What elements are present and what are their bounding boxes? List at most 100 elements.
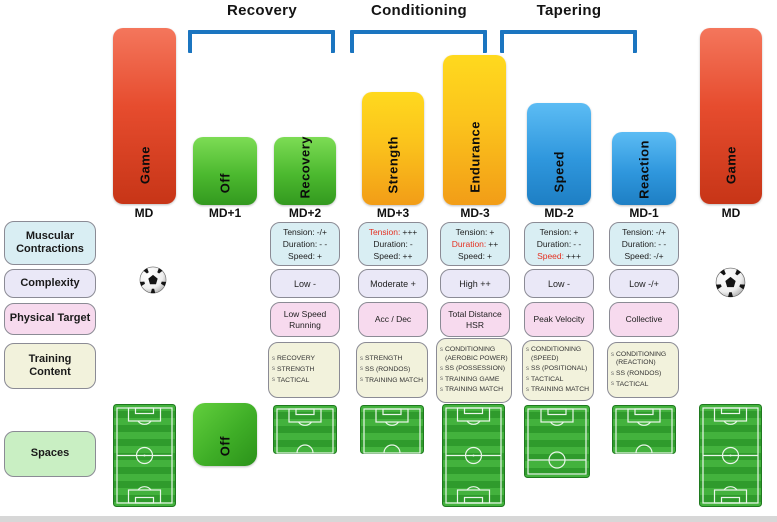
list-bullet-icon: s xyxy=(611,370,614,377)
muscular-line: Tension:+ xyxy=(540,226,579,238)
list-bullet-icon: s xyxy=(526,376,529,383)
half-pitch-image-md-plus-3 xyxy=(360,405,424,454)
complexity-value: Low -/+ xyxy=(629,278,659,289)
training-text: TRAINING GAME xyxy=(445,375,500,383)
muscular-line: Tension:+++ xyxy=(369,226,418,238)
muscular-key: Duration: xyxy=(621,238,657,249)
muscular-value: + xyxy=(486,251,492,262)
training-text: RECOVERY xyxy=(277,355,316,363)
full-pitch-image-md xyxy=(113,404,176,507)
physical-box-md-minus-2: Peak Velocity xyxy=(524,302,594,337)
phase-bracket-conditioning xyxy=(350,30,487,53)
muscular-box-md-minus-3: Tension:+ Duration:++ Speed:+ xyxy=(440,222,510,266)
complexity-box-md-minus-3: High ++ xyxy=(440,269,510,298)
muscular-box-md-plus-3: Tension:+++ Duration:- Speed:++ xyxy=(358,222,428,266)
phase-label-tapering: Tapering xyxy=(536,2,602,19)
row-label-spaces: Spaces xyxy=(4,431,96,477)
muscular-key: Tension: xyxy=(368,226,401,237)
complexity-box-md-plus-3: Moderate + xyxy=(358,269,428,298)
bar-label-speed: Speed xyxy=(551,151,567,193)
muscular-line: Tension:-/+ xyxy=(283,226,327,238)
physical-box-md-plus-3: Acc / Dec xyxy=(358,302,428,337)
phase-bracket-recovery xyxy=(188,30,335,53)
complexity-value: High ++ xyxy=(459,278,491,289)
complexity-box-md-minus-1: Low -/+ xyxy=(609,269,679,298)
muscular-value: ++ xyxy=(402,251,413,262)
muscular-line: Speed:+++ xyxy=(537,250,581,262)
muscular-key: Tension: xyxy=(539,226,572,237)
md-label: MD-2 xyxy=(544,206,574,220)
row-label-muscular-contractions: Muscular Contractions xyxy=(4,221,96,265)
bar-strength-md-plus-3: Strength xyxy=(362,92,424,205)
physical-value: Total Distance HSR xyxy=(448,308,502,330)
muscular-value: - - xyxy=(319,238,328,249)
md-label: MD xyxy=(721,206,741,220)
bar-speed-md-minus-2: Speed xyxy=(527,103,591,205)
bar-label-off: Off xyxy=(217,172,233,193)
muscular-key: Duration: xyxy=(451,238,487,249)
muscular-value: - - xyxy=(658,238,667,249)
complexity-box-md-plus-2: Low - xyxy=(270,269,340,298)
muscular-box-md-minus-1: Tension:-/+ Duration:- - Speed:-/+ xyxy=(609,222,679,266)
training-text: TACTICAL xyxy=(277,376,310,384)
muscular-key: Speed: xyxy=(288,251,315,262)
list-bullet-icon: s xyxy=(526,386,529,393)
row-label-training-content: Training Content xyxy=(4,343,96,389)
phase-label-recovery: Recovery xyxy=(227,2,297,19)
list-bullet-icon: s xyxy=(440,376,443,383)
soccer-ball-icon xyxy=(715,267,746,298)
list-bullet-icon: s xyxy=(360,377,363,384)
row-label-text: Physical Target xyxy=(9,312,91,325)
muscular-key: Speed: xyxy=(373,251,401,262)
off-space-box-md-plus-1: Off xyxy=(193,403,257,466)
row-label-text: Complexity xyxy=(20,276,80,289)
muscular-value: +++ xyxy=(566,251,581,262)
muscular-line: Speed:-/+ xyxy=(624,250,663,262)
md-label: MD+2 xyxy=(288,206,322,220)
muscular-value: + xyxy=(316,251,322,262)
phase-label-conditioning: Conditioning xyxy=(370,2,468,19)
muscular-line: Tension:-/+ xyxy=(622,226,666,238)
training-text: TRAINING MATCH xyxy=(531,386,590,394)
muscular-line: Speed:+ xyxy=(288,250,322,262)
list-bullet-icon: s xyxy=(526,365,529,372)
muscular-line: Duration:- - xyxy=(537,238,582,250)
bar-off-md-plus-1: Off xyxy=(193,137,257,205)
row-label-text: Spaces xyxy=(30,447,70,460)
muscular-line: Duration:++ xyxy=(452,238,498,250)
phase-bracket-tapering xyxy=(500,30,637,53)
training-text: TRAINING MATCH xyxy=(365,376,424,384)
muscular-value: +++ xyxy=(402,226,418,237)
full-pitch-image-md-right xyxy=(699,404,762,507)
training-text: TACTICAL xyxy=(616,380,649,388)
muscular-box-md-minus-2: Tension:+ Duration:- - Speed:+++ xyxy=(524,222,594,266)
list-bullet-icon: s xyxy=(360,355,363,362)
training-text: CONDITIONING (AEROBIC POWER) xyxy=(445,346,508,362)
muscular-key: Duration: xyxy=(282,238,318,249)
training-text: SS (POSSESSION) xyxy=(445,365,506,373)
md-label: MD xyxy=(134,206,154,220)
list-bullet-icon: s xyxy=(272,377,275,384)
training-text: SS (RONDOS) xyxy=(365,365,411,373)
muscular-value: - - xyxy=(573,238,582,249)
complexity-value: Low - xyxy=(293,278,316,289)
muscular-line: Speed:++ xyxy=(374,250,413,262)
training-text: SS (POSITIONAL) xyxy=(531,365,588,373)
muscular-box-md-plus-2: Tension:-/+ Duration:- - Speed:+ xyxy=(270,222,340,266)
bar-label-recovery: Recovery xyxy=(297,136,313,199)
muscular-value: -/+ xyxy=(653,251,664,262)
